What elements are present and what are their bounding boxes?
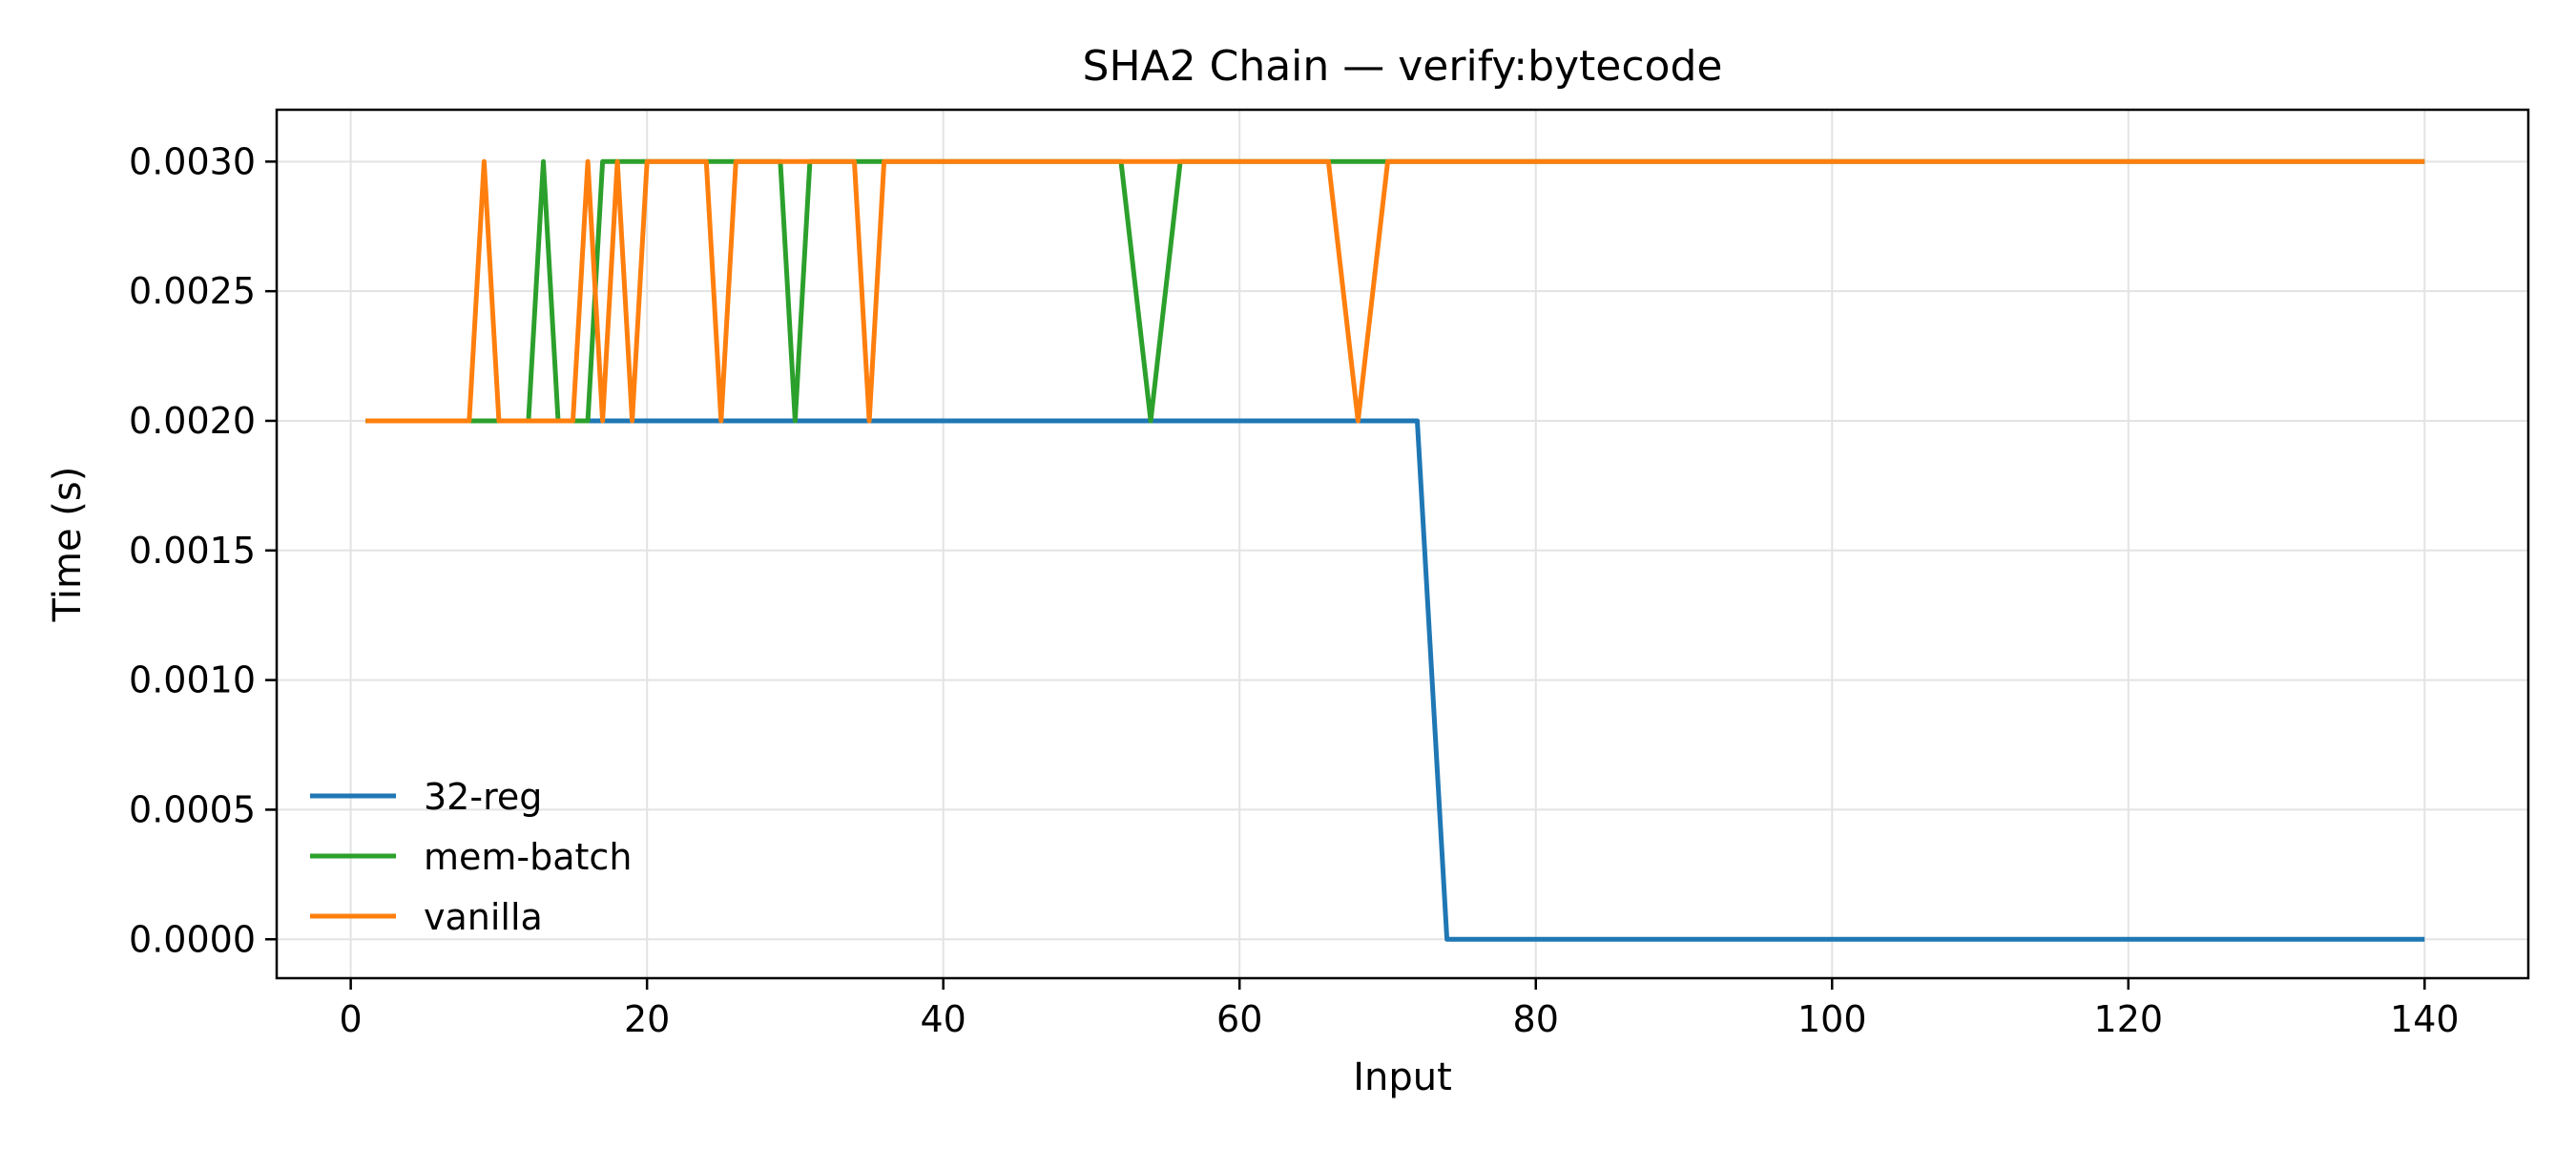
y-axis-label: Time (s) bbox=[46, 467, 90, 623]
x-tick-label: 100 bbox=[1797, 998, 1867, 1040]
series-lines bbox=[365, 158, 2425, 942]
series-line-vanilla bbox=[365, 158, 2425, 424]
x-axis-ticks: 0 20 40 60 80 100 120 140 bbox=[340, 978, 2460, 1040]
x-axis-label: Input bbox=[1353, 1055, 1452, 1099]
x-tick-label: 120 bbox=[2094, 998, 2164, 1040]
y-tick-label: 0.0010 bbox=[129, 659, 256, 701]
y-tick-label: 0.0025 bbox=[129, 270, 256, 312]
plot-frame bbox=[275, 108, 2530, 980]
y-tick-label: 0.0005 bbox=[129, 788, 256, 830]
x-tick-label: 20 bbox=[624, 998, 670, 1040]
y-tick-label: 0.0020 bbox=[129, 400, 256, 442]
x-tick-label: 80 bbox=[1513, 998, 1559, 1040]
y-tick-label: 0.0000 bbox=[129, 918, 256, 960]
legend-label-32-reg: 32-reg bbox=[424, 776, 542, 818]
x-tick-label: 60 bbox=[1216, 998, 1262, 1040]
legend-label-vanilla: vanilla bbox=[424, 896, 543, 938]
chart-title: SHA2 Chain — verify:bytecode bbox=[1083, 42, 1723, 91]
series-line-32-reg bbox=[365, 418, 2425, 942]
x-tick-label: 0 bbox=[340, 998, 363, 1040]
y-axis-ticks: 0.0000 0.0005 0.0010 0.0015 0.0020 0.0025 0.00… bbox=[129, 140, 277, 960]
legend: 32-reg mem-batch vanilla bbox=[310, 776, 632, 938]
y-tick-label: 0.0015 bbox=[129, 530, 256, 572]
y-tick-label: 0.0030 bbox=[129, 140, 256, 182]
x-tick-label: 40 bbox=[921, 998, 966, 1040]
x-tick-label: 140 bbox=[2390, 998, 2460, 1040]
legend-label-mem-batch: mem-batch bbox=[424, 836, 632, 878]
